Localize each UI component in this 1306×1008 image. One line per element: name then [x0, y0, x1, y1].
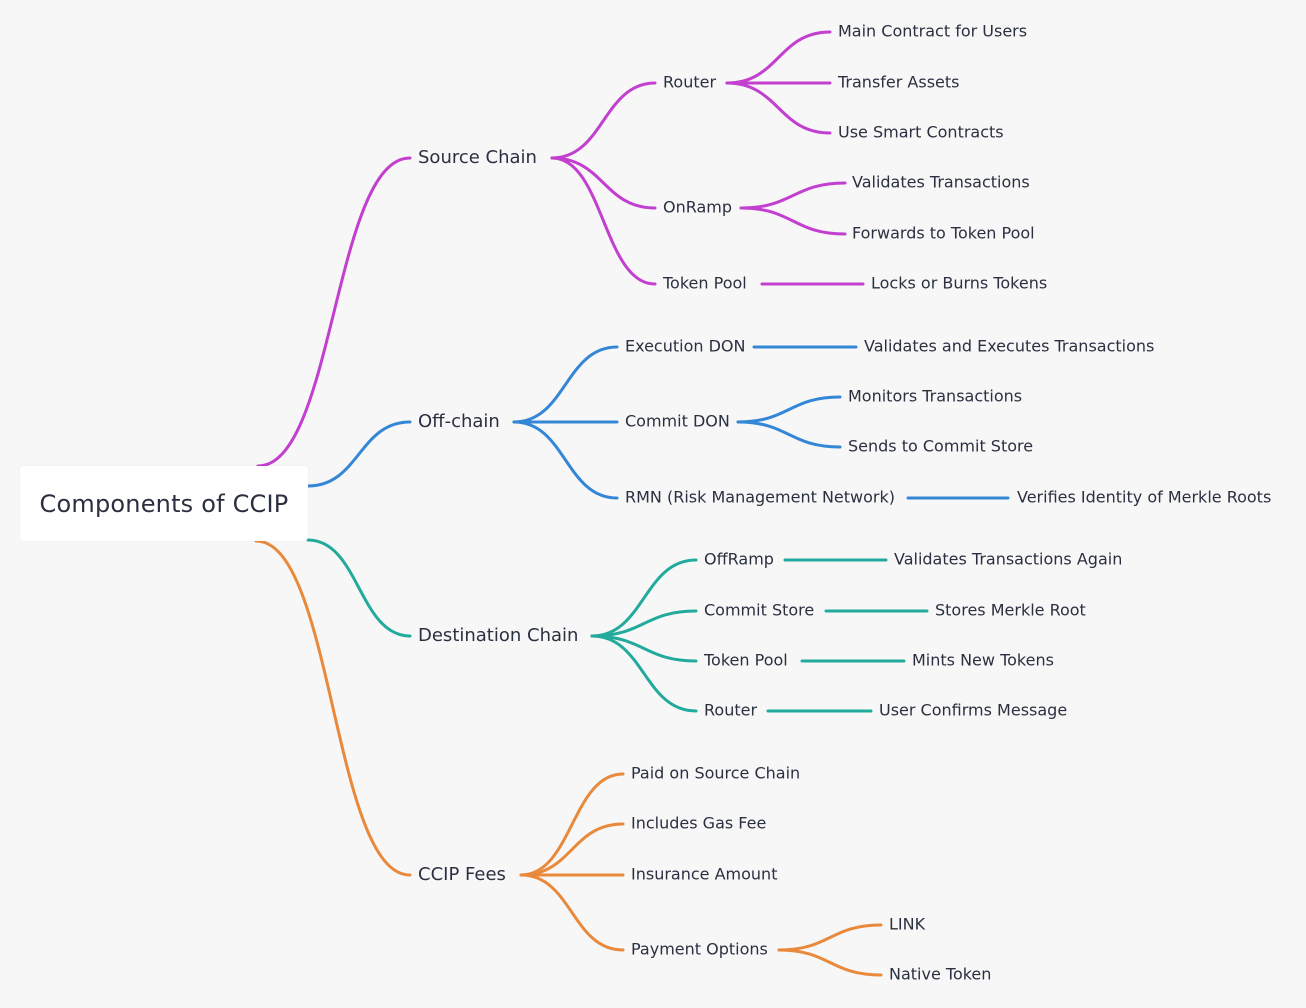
connector-destination-chain-offramp	[590, 558, 698, 638]
node-label-ccip-fees-insurance-amount[interactable]: Insurance Amount	[631, 865, 777, 884]
leaf-label-off-chain-rmn-risk-management-network--leaf-0[interactable]: Verifies Identity of Merkle Roots	[1017, 488, 1271, 507]
leaf-label-off-chain-commit-don-leaf-0[interactable]: Monitors Transactions	[848, 387, 1022, 406]
connector-ccip-fees-payment-options	[519, 873, 625, 952]
leaf-label-off-chain-commit-don-leaf-1[interactable]: Sends to Commit Store	[848, 437, 1033, 456]
connector-source-chain-router-leaf-2	[725, 81, 832, 135]
branch-label-off-chain[interactable]: Off-chain	[418, 411, 500, 432]
connector-off-chain-execution-don	[512, 345, 619, 424]
node-label-destination-chain-token-pool[interactable]: Token Pool	[703, 651, 788, 670]
leaf-label-source-chain-router-leaf-1[interactable]: Transfer Assets	[837, 73, 960, 92]
connector-off-chain-commit-don-leaf-0	[736, 395, 842, 424]
leaf-label-off-chain-execution-don-leaf-0[interactable]: Validates and Executes Transactions	[864, 337, 1154, 356]
branch-label-destination-chain[interactable]: Destination Chain	[418, 625, 578, 646]
node-label-source-chain-token-pool[interactable]: Token Pool	[662, 274, 747, 293]
leaf-label-ccip-fees-payment-options-leaf-1[interactable]: Native Token	[889, 965, 991, 984]
connector-ccip-fees-includes-gas-fee	[519, 822, 625, 877]
leaf-label-source-chain-onramp-leaf-1[interactable]: Forwards to Token Pool	[852, 224, 1035, 243]
connector-root-destination-chain	[306, 538, 412, 638]
root-node[interactable]: Components of CCIP	[20, 466, 308, 541]
leaf-label-source-chain-router-leaf-2[interactable]: Use Smart Contracts	[838, 123, 1004, 142]
root-node-label: Components of CCIP	[39, 489, 289, 518]
connector-destination-chain-commit-store	[590, 609, 698, 638]
branch-label-ccip-fees[interactable]: CCIP Fees	[418, 864, 506, 885]
connector-root-ccip-fees	[254, 539, 412, 877]
connector-source-chain-router	[550, 81, 657, 160]
connector-source-chain-onramp-leaf-1	[739, 206, 847, 236]
connector-source-chain-onramp	[550, 156, 657, 210]
node-label-off-chain-rmn-risk-management-network-[interactable]: RMN (Risk Management Network)	[625, 488, 895, 507]
node-label-off-chain-execution-don[interactable]: Execution DON	[625, 337, 745, 356]
leaf-label-destination-chain-router-leaf-0[interactable]: User Confirms Message	[879, 701, 1067, 720]
node-label-ccip-fees-includes-gas-fee[interactable]: Includes Gas Fee	[631, 814, 766, 833]
connector-source-chain-token-pool	[550, 156, 657, 286]
connector-source-chain-router-leaf-0	[725, 30, 832, 85]
connector-root-off-chain	[306, 420, 412, 488]
node-label-ccip-fees-paid-on-source-chain[interactable]: Paid on Source Chain	[631, 764, 800, 783]
leaf-label-source-chain-router-leaf-0[interactable]: Main Contract for Users	[838, 22, 1027, 41]
connector-root-source-chain	[256, 156, 412, 468]
leaf-label-ccip-fees-payment-options-leaf-0[interactable]: LINK	[889, 915, 926, 934]
node-label-destination-chain-offramp[interactable]: OffRamp	[704, 550, 774, 569]
node-label-ccip-fees-payment-options[interactable]: Payment Options	[631, 940, 768, 959]
connector-off-chain-commit-don-leaf-1	[736, 420, 842, 449]
node-label-off-chain-commit-don[interactable]: Commit DON	[625, 412, 730, 431]
leaf-label-destination-chain-token-pool-leaf-0[interactable]: Mints New Tokens	[912, 651, 1054, 670]
connector-ccip-fees-payment-options-leaf-1	[777, 948, 883, 977]
connector-destination-chain-router	[590, 634, 698, 713]
connector-source-chain-onramp-leaf-0	[739, 181, 847, 210]
connector-off-chain-rmn-risk-management-network-	[512, 420, 619, 500]
connector-ccip-fees-paid-on-source-chain	[519, 772, 625, 877]
connector-ccip-fees-payment-options-leaf-0	[777, 923, 883, 952]
connector-destination-chain-token-pool	[590, 634, 698, 663]
node-label-destination-chain-commit-store[interactable]: Commit Store	[704, 601, 814, 620]
leaf-label-source-chain-onramp-leaf-0[interactable]: Validates Transactions	[852, 173, 1030, 192]
node-label-source-chain-onramp[interactable]: OnRamp	[663, 198, 732, 217]
leaf-label-destination-chain-offramp-leaf-0[interactable]: Validates Transactions Again	[894, 550, 1122, 569]
node-label-destination-chain-router[interactable]: Router	[704, 701, 757, 720]
leaf-label-destination-chain-commit-store-leaf-0[interactable]: Stores Merkle Root	[935, 601, 1086, 620]
leaf-label-source-chain-token-pool-leaf-0[interactable]: Locks or Burns Tokens	[871, 274, 1047, 293]
node-label-source-chain-router[interactable]: Router	[663, 73, 716, 92]
branch-label-source-chain[interactable]: Source Chain	[418, 147, 537, 168]
